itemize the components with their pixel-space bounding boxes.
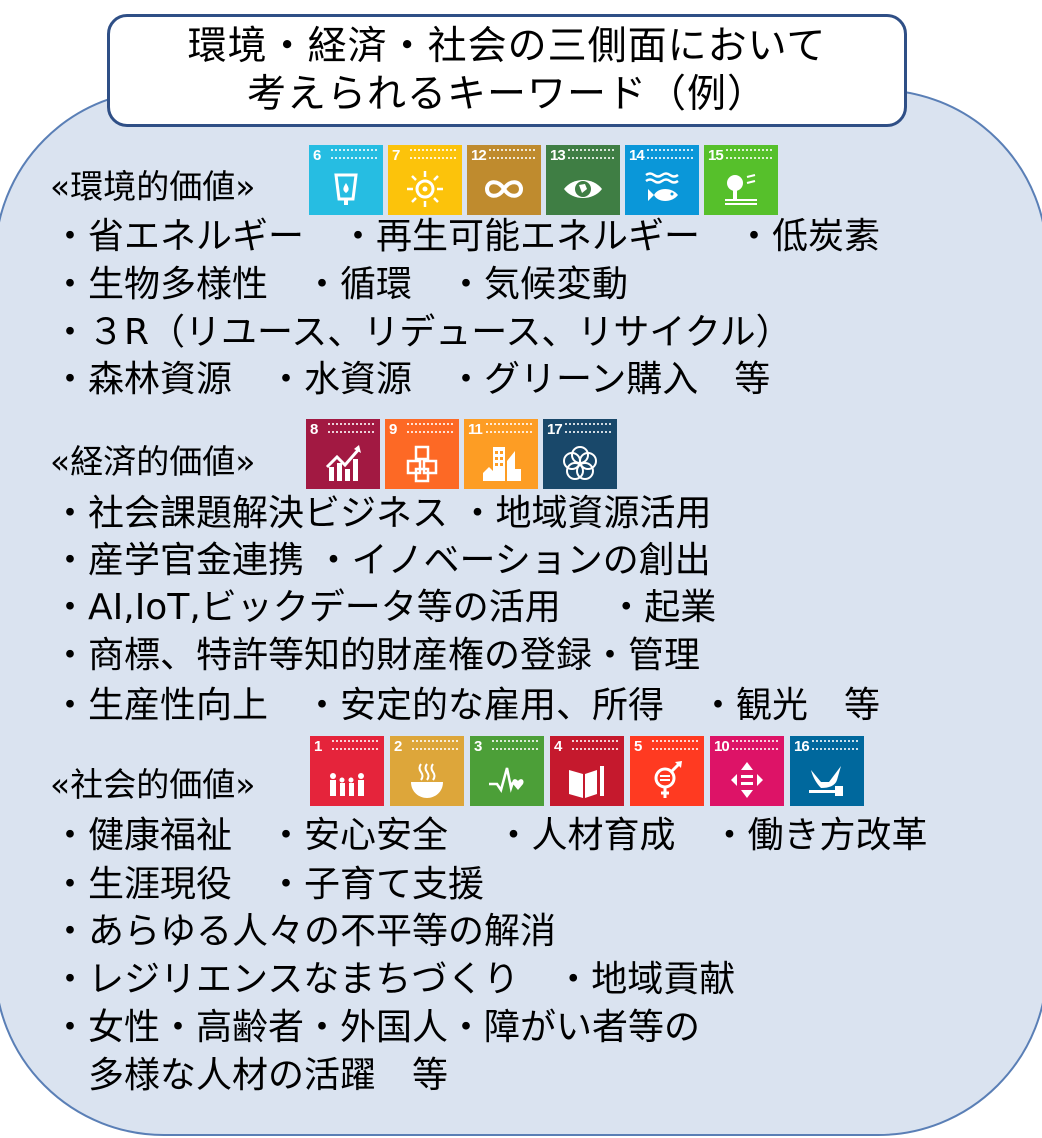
social-keyword-line: ・女性・高齢者・外国人・障がい者等の bbox=[52, 1007, 701, 1048]
sdg-16-icon: 16 bbox=[790, 736, 864, 806]
social-keyword-line: ・健康福祉 ・安心安全 ・人材育成 ・働き方改革 bbox=[52, 815, 928, 856]
sdg-2-icon: 2 bbox=[390, 736, 464, 806]
economic-keyword-line: ・AI,IoT,ビックデータ等の活用 ・起業 bbox=[52, 587, 717, 628]
social-keyword-line: 多様な人材の活躍 等 bbox=[52, 1055, 449, 1096]
sdg-6-icon: 6 bbox=[309, 145, 383, 215]
economic-heading: «経済的価値» bbox=[50, 442, 256, 481]
title-line-2: 考えられるキーワード（例） bbox=[246, 71, 767, 117]
social-heading: «社会的価値» bbox=[50, 765, 256, 804]
environmental-keyword-line: ・森林資源 ・水資源 ・グリーン購入 等 bbox=[52, 359, 771, 400]
environmental-keyword-line: ・省エネルギー ・再生可能エネルギー ・低炭素 bbox=[52, 216, 881, 257]
economic-sdg-icons: 8 9 11 17 bbox=[306, 419, 617, 489]
title-box: 環境・経済・社会の三側面において 考えられるキーワード（例） bbox=[107, 14, 907, 127]
sdg-11-icon: 11 bbox=[464, 419, 538, 489]
economic-keyword-line: ・産学官金連携 ・イノベーションの創出 bbox=[52, 540, 711, 581]
keywords-panel bbox=[0, 89, 1042, 1136]
environmental-keyword-line: ・３R（リユース、リデュース、リサイクル） bbox=[52, 312, 792, 353]
social-keyword-line: ・レジリエンスなまちづくり ・地域貢献 bbox=[52, 959, 736, 1000]
social-keyword-line: ・生涯現役 ・子育て支援 bbox=[52, 864, 485, 905]
sdg-10-icon: 10 bbox=[710, 736, 784, 806]
sdg-1-icon: 1 bbox=[310, 736, 384, 806]
social-keyword-line: ・あらゆる人々の不平等の解消 bbox=[52, 911, 557, 952]
environmental-heading: «環境的価値» bbox=[50, 167, 256, 206]
sdg-12-icon: 12 bbox=[467, 145, 541, 215]
economic-keyword-line: ・生産性向上 ・安定的な雇用、所得 ・観光 等 bbox=[52, 685, 881, 726]
sdg-9-icon: 9 bbox=[385, 419, 459, 489]
sdg-5-icon: 5 bbox=[630, 736, 704, 806]
sdg-14-icon: 14 bbox=[625, 145, 699, 215]
sdg-7-icon: 7 bbox=[388, 145, 462, 215]
sdg-8-icon: 8 bbox=[306, 419, 380, 489]
sdg-15-icon: 15 bbox=[704, 145, 778, 215]
environmental-sdg-icons: 6 7 12 13 14 15 bbox=[309, 145, 778, 215]
title-line-1: 環境・経済・社会の三側面において bbox=[187, 23, 827, 69]
environmental-keyword-line: ・生物多様性 ・循環 ・気候変動 bbox=[52, 264, 629, 305]
economic-keyword-line: ・社会課題解決ビジネス ・地域資源活用 bbox=[52, 493, 712, 534]
sdg-17-icon: 17 bbox=[543, 419, 617, 489]
sdg-4-icon: 4 bbox=[550, 736, 624, 806]
social-sdg-icons: 1 2 3 4 5 10 16 bbox=[310, 736, 864, 806]
sdg-13-icon: 13 bbox=[546, 145, 620, 215]
economic-keyword-line: ・商標、特許等知的財産権の登録・管理 bbox=[52, 635, 701, 676]
sdg-3-icon: 3 bbox=[470, 736, 544, 806]
